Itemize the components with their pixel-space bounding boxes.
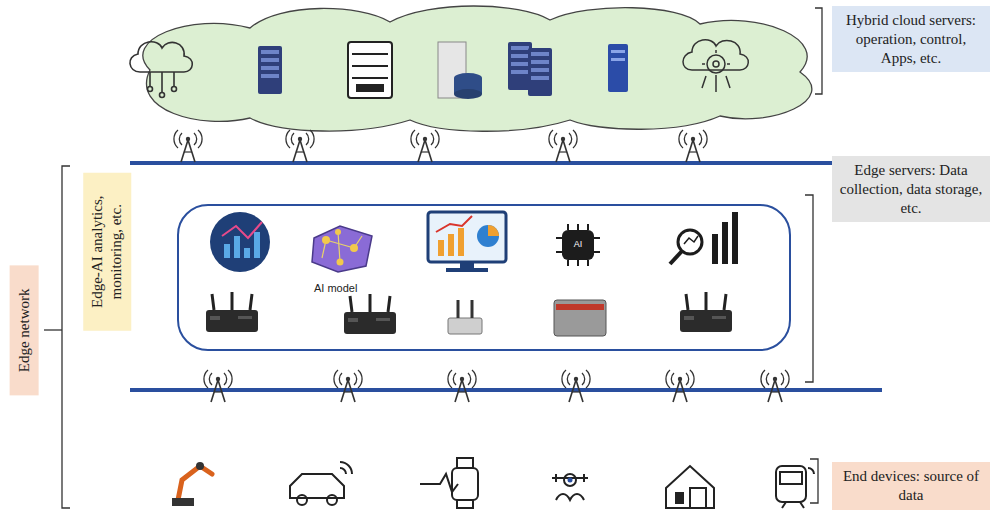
edge-ai-label: Edge-AI analytics, monitoring, etc. — [83, 173, 131, 331]
label-text: Edge-AI analytics, monitoring, etc. — [88, 179, 126, 325]
label-text: Edge network — [15, 271, 34, 389]
label-text: Hybrid cloud servers: operation, control… — [838, 11, 984, 67]
chip-marking: AI — [574, 240, 583, 250]
device-tier-label: End devices: source of data — [832, 462, 990, 510]
label-text: End devices: source of data — [838, 467, 984, 505]
label-text: Edge servers: Data collection, data stor… — [838, 161, 984, 217]
model-caption: AI model — [314, 282, 357, 294]
edge-tier-label: Edge servers: Data collection, data stor… — [832, 156, 990, 222]
edge-network-label: Edge network — [10, 265, 39, 395]
cloud-tier-label: Hybrid cloud servers: operation, control… — [832, 6, 990, 72]
